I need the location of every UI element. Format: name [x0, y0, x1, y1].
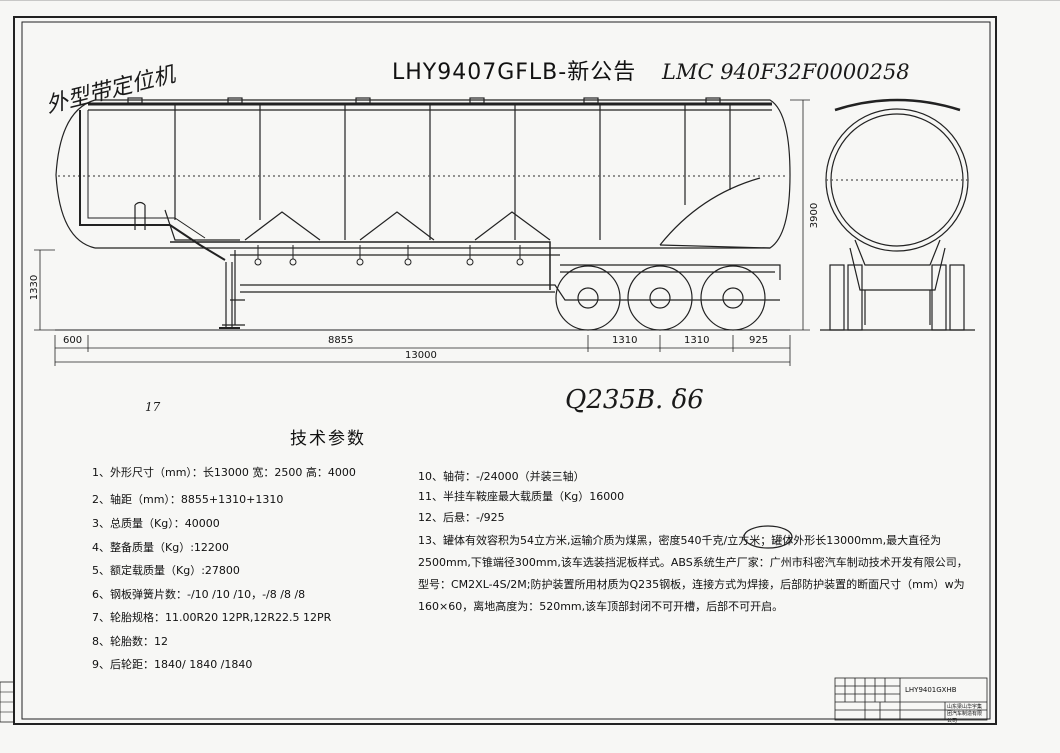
dim-front-overhang: 600 [63, 335, 83, 346]
spec-item: 11、半挂车鞍座最大载质量（Kg）16000 [418, 490, 625, 503]
spec-item: 4、整备质量（Kg）:12200 [92, 541, 229, 554]
side-wheels [555, 265, 766, 331]
dim-axle-gap-2: 1310 [684, 335, 710, 346]
side-dimensions [34, 99, 810, 366]
dim-rear-overhang: 925 [749, 335, 769, 346]
specs-heading: 技术参数 [290, 429, 366, 449]
handwritten-material: Q235B. δ6 [565, 385, 704, 415]
spec-item: 2、轴距（mm）：8855+1310+1310 [92, 493, 284, 506]
dim-axle-gap-1: 1310 [612, 335, 638, 346]
tank-side-view [55, 97, 791, 329]
spec-item: 6、钢板弹簧片数：-/10 /10 /10，-/8 /8 /8 [92, 588, 306, 601]
spec-item: 7、轮胎规格：11.00R20 12PR,12R22.5 12PR [92, 611, 332, 624]
spec-note-13: 13、罐体有效容积为54立方米,运输介质为煤黑，密度540千克/立方米；罐体外形… [418, 534, 968, 613]
inner-border [21, 21, 991, 720]
dim-height-total: 3900 [809, 202, 821, 229]
spec-item: 8、轮胎数：12 [92, 635, 168, 648]
dim-king-to-axle: 8855 [328, 335, 354, 346]
spec-item: 12、后悬：-/925 [418, 511, 505, 524]
spec-item: 9、后轮距：1840/ 1840 /1840 [92, 658, 253, 671]
outer-border [13, 16, 997, 725]
company-name: 山东梁山华宇集团汽车制造有限公司 [947, 704, 983, 724]
dim-height-front: 1330 [29, 274, 41, 301]
title-block [834, 677, 988, 721]
handwritten-vin: LMC 940F32F0000258 [662, 60, 910, 84]
spec-item: 1、外形尺寸（mm）：长13000 宽：2500 高：4000 [92, 466, 356, 479]
handwritten-mark: 17 [145, 400, 161, 414]
tank-rear-view [820, 98, 975, 331]
spec-item: 5、额定载质量（Kg）:27800 [92, 564, 240, 577]
highlight-circle [743, 525, 793, 549]
drawing-number: LHY9401GXHB [905, 686, 957, 694]
spec-item: 3、总质量（Kg）：40000 [92, 517, 220, 530]
spec-item: 10、轴荷：-/24000（并装三轴） [418, 470, 585, 483]
model-title: LHY9407GFLB-新公告 [392, 60, 637, 85]
dim-length-total: 13000 [405, 350, 437, 361]
